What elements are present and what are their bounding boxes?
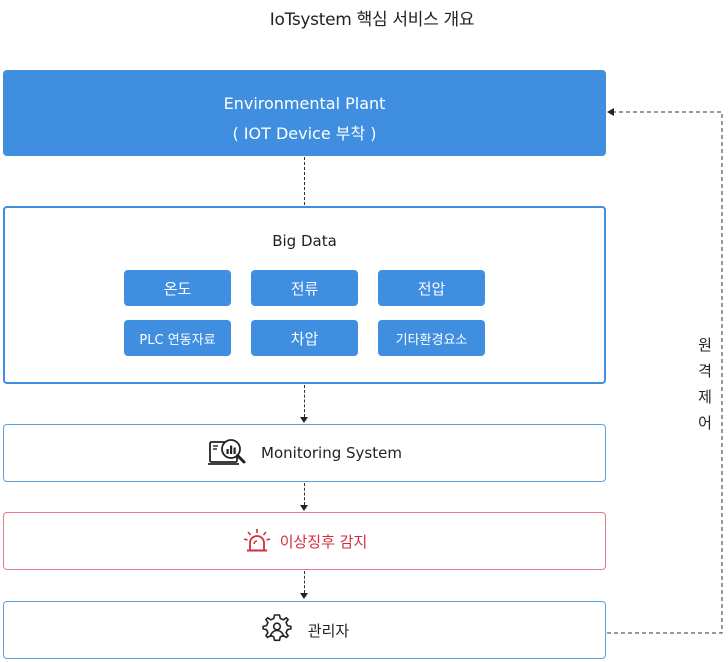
data-chip-voltage: 전압 [378, 270, 485, 306]
remote-control-label: 원 격 제 어 [696, 332, 714, 436]
remote-control-char: 격 [698, 362, 712, 380]
diagram-title: IoTsystem 핵심 서비스 개요 [269, 10, 475, 30]
monitoring-system-box: Monitoring System [3, 424, 606, 482]
monitoring-system-label: Monitoring System [261, 444, 402, 462]
connector-alert-admin [304, 571, 305, 593]
plant-subtitle: ( IOT Device 부착 ) [232, 124, 377, 143]
data-chip-differential-pressure: 차압 [251, 320, 358, 356]
anomaly-detection-label: 이상징후 감지 [279, 532, 368, 551]
data-chip-temperature: 온도 [124, 270, 231, 306]
connector-bigdata-monitoring [304, 385, 305, 417]
big-data-title: Big Data [272, 232, 337, 250]
data-chip-current: 전류 [251, 270, 358, 306]
anomaly-detection-box: 이상징후 감지 [3, 512, 606, 570]
monitoring-analytics-icon [208, 439, 246, 465]
arrowhead-admin [300, 593, 308, 599]
arrowhead-monitoring [300, 417, 308, 423]
arrowhead-alert [300, 505, 308, 511]
alarm-siren-icon [243, 529, 270, 552]
connector-plant-bigdata [304, 157, 305, 205]
gear-person-icon [262, 614, 292, 642]
data-chip-other-environment: 기타환경요소 [378, 320, 485, 356]
data-chip-plc: PLC 연동자료 [124, 320, 231, 356]
big-data-box: Big Data 온도 전류 전압 PLC 연동자료 차압 기타환경요소 [3, 206, 606, 384]
administrator-label: 관리자 [307, 621, 350, 640]
remote-control-char: 원 [698, 336, 712, 354]
plant-title: Environmental Plant [223, 94, 386, 113]
remote-control-char: 어 [698, 414, 712, 432]
administrator-box: 관리자 [3, 601, 606, 659]
environmental-plant-box: Environmental Plant ( IOT Device 부착 ) [3, 70, 606, 156]
connector-monitoring-alert [304, 483, 305, 505]
remote-control-char: 제 [698, 388, 712, 406]
